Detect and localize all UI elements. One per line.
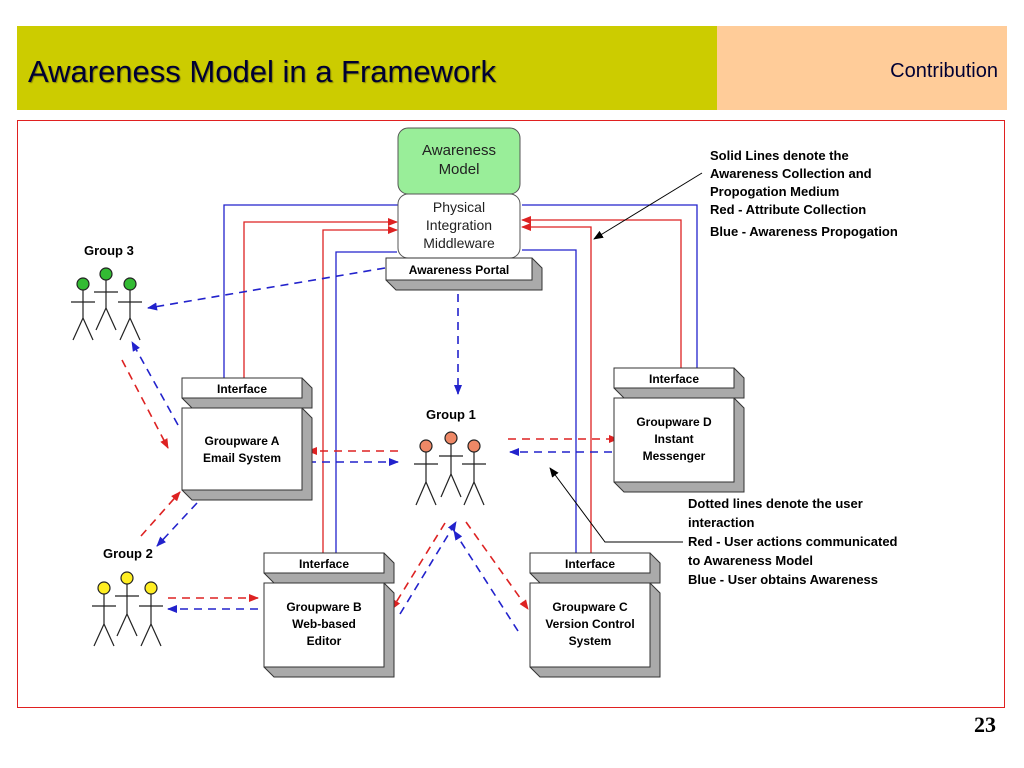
groupware-b-line2: Web-based (292, 617, 356, 631)
dotted-lines-note: Dotted lines denote the user interaction… (688, 496, 898, 587)
note-dotted-line5: Blue - User obtains Awareness (688, 572, 878, 587)
group-1-label: Group 1 (426, 407, 476, 422)
awareness-model-line2: Model (439, 161, 480, 178)
page-number: 23 (974, 712, 996, 737)
line-b-red (322, 226, 398, 553)
actor-icon (462, 439, 486, 506)
dashed-lines (121, 267, 619, 632)
groupware-c-line2: Version Control (545, 617, 634, 631)
groupware-d: Interface Groupware D Instant Messenger (613, 367, 745, 493)
groupware-c-line1: Groupware C (552, 600, 628, 614)
actor-icon (71, 277, 95, 341)
middleware-line3: Middleware (423, 235, 495, 251)
middleware-line1: Physical (433, 199, 485, 215)
slide-title: Awareness Model in a Framework (28, 54, 497, 89)
note-solid-line1: Solid Lines denote the (710, 148, 849, 163)
group-2-label: Group 2 (103, 546, 153, 561)
group-2-actors (92, 571, 163, 647)
note-dotted-line3: Red - User actions communicated (688, 534, 898, 549)
line-a-blue (220, 204, 400, 387)
line-d-blue (522, 204, 701, 377)
groupware-b-line1: Groupware B (286, 600, 362, 614)
actor-icon (115, 571, 139, 637)
solid-lines-note: Solid Lines denote the Awareness Collect… (710, 148, 898, 239)
awareness-model-line1: Awareness (422, 142, 496, 159)
groupware-c: Interface Groupware C Version Control Sy… (529, 552, 661, 678)
groupware-a-line1: Groupware A (205, 434, 280, 448)
actor-icon (439, 431, 463, 498)
groupware-a-line2: Email System (203, 451, 281, 465)
line-d-red (521, 216, 682, 368)
middleware-box: Physical Integration Middleware (397, 193, 521, 259)
section-bar (717, 26, 1007, 110)
note-solid-line4: Red - Attribute Collection (710, 202, 866, 217)
note-dotted-line1: Dotted lines denote the user (688, 496, 863, 511)
group-3-label: Group 3 (84, 243, 134, 258)
actor-icon (94, 267, 118, 331)
groupware-d-interface: Interface (649, 372, 699, 386)
portal-label: Awareness Portal (409, 263, 510, 277)
awareness-portal-box: Awareness Portal (385, 257, 543, 291)
groupware-a-interface: Interface (217, 382, 267, 396)
group-1-actors (414, 431, 486, 506)
note-dotted-line4: to Awareness Model (688, 553, 813, 568)
note-solid-line5: Blue - Awareness Propogation (710, 224, 898, 239)
actor-icon (414, 439, 438, 506)
groupware-d-line3: Messenger (643, 449, 706, 463)
note-dotted-line2: interaction (688, 515, 755, 530)
groupware-a: Interface Groupware A Email System (181, 377, 313, 501)
note-dotted-pointer (549, 467, 683, 543)
solid-lines (220, 204, 701, 562)
line-c-blue (522, 249, 580, 562)
line-a-red (243, 218, 398, 378)
line-c-red (521, 223, 592, 553)
middleware-line2: Integration (426, 217, 492, 233)
title-bar (17, 26, 717, 110)
groupware-c-interface: Interface (565, 557, 615, 571)
groupware-b-interface: Interface (299, 557, 349, 571)
actor-icon (139, 581, 163, 647)
diagram-frame (17, 120, 1005, 708)
groupware-d-line1: Groupware D (636, 415, 712, 429)
groupware-b: Interface Groupware B Web-based Editor (263, 552, 395, 678)
awareness-model-box: Awareness Model (397, 127, 521, 195)
section-label: Contribution (890, 60, 998, 82)
groupware-c-line3: System (569, 634, 612, 648)
portal-to-group3 (147, 267, 386, 311)
groupware-b-line3: Editor (307, 634, 342, 648)
line-b-blue (332, 251, 397, 562)
note-solid-line2: Awareness Collection and (710, 166, 872, 181)
groupware-d-line2: Instant (654, 432, 693, 446)
actor-icon (118, 277, 142, 341)
group-3-actors (71, 267, 142, 341)
note-solid-pointer (593, 172, 703, 240)
actor-icon (92, 581, 116, 647)
note-solid-line3: Propogation Medium (710, 184, 839, 199)
